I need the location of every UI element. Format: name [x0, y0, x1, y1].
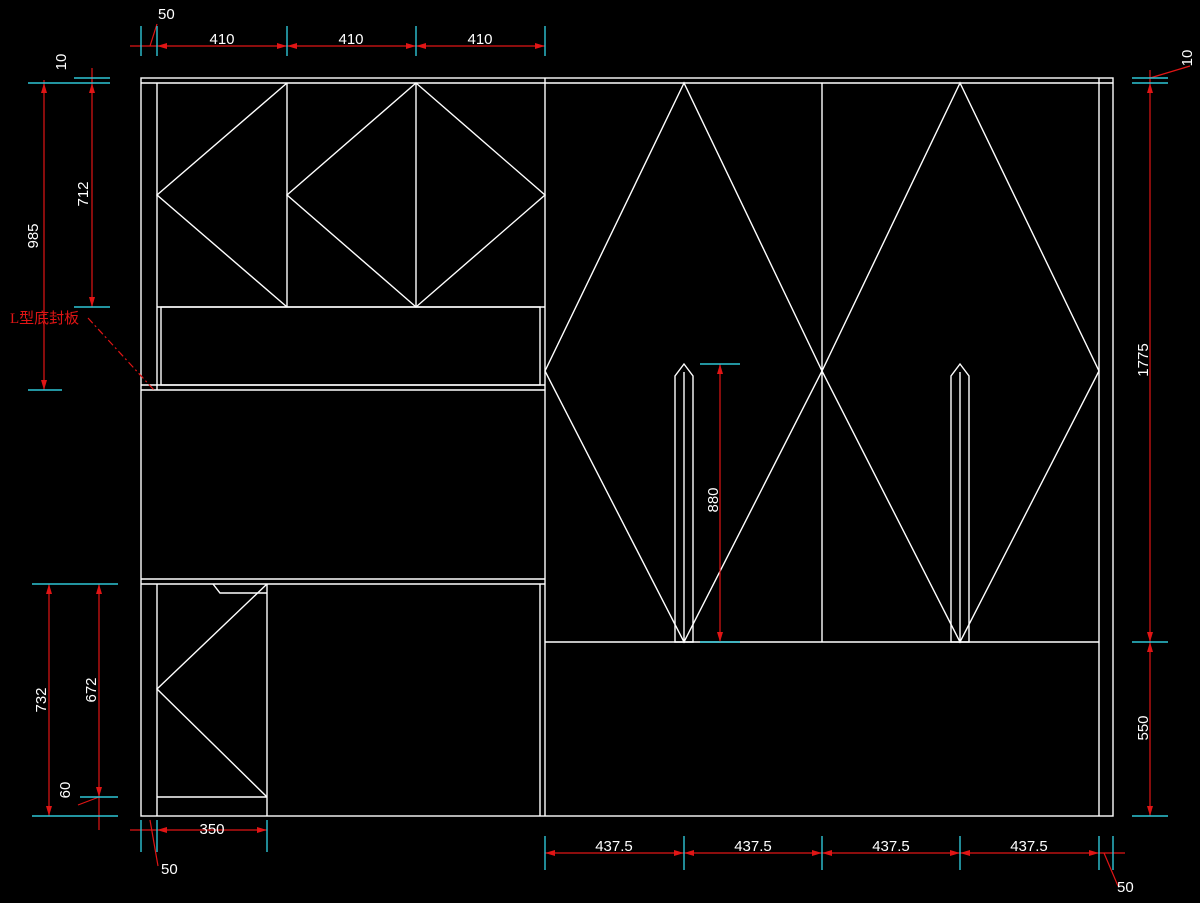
- upper-door-1-pattern: [155, 82, 288, 308]
- dim-label-left-base: 60: [57, 782, 74, 799]
- arrow: [257, 827, 267, 833]
- dim-leader-bottom-right-50: [1103, 852, 1119, 887]
- dim-label-top-door-3: 410: [467, 31, 492, 48]
- lower-door-pattern: [155, 583, 268, 798]
- cabinet-frame: [140, 77, 1114, 817]
- dim-label-left-lower-door: 672: [83, 677, 100, 702]
- arrow: [157, 827, 167, 833]
- arrow: [1147, 83, 1153, 93]
- arrow: [89, 297, 95, 307]
- handle-left: [674, 362, 694, 643]
- arrow: [960, 850, 970, 856]
- cabinet-outline: [140, 77, 1114, 817]
- arrow: [89, 83, 95, 93]
- arrow: [1147, 806, 1153, 816]
- dim-label-bottom-door-2: 437.5: [734, 838, 772, 855]
- arrow: [96, 584, 102, 594]
- arrow: [287, 43, 297, 49]
- arrow: [1147, 642, 1153, 652]
- dim-label-right-plinth: 550: [1135, 715, 1152, 740]
- note-l-board: L型底封板: [10, 309, 79, 327]
- dimension-arrows: [41, 43, 1153, 856]
- lower-door-notch: [212, 583, 267, 594]
- arrow: [41, 83, 47, 93]
- dim-label-left-top-gap: 10: [53, 54, 70, 71]
- dim-label-left-upper-height: 985: [25, 223, 42, 248]
- dim-label-top-offset: 50: [158, 6, 175, 23]
- dim-label-top-door-1: 410: [209, 31, 234, 48]
- handle-right: [950, 362, 970, 643]
- arrow: [46, 584, 52, 594]
- dim-label-bottom-left-offset: 50: [161, 861, 178, 878]
- arrow: [717, 632, 723, 642]
- arrow: [950, 850, 960, 856]
- arrow: [277, 43, 287, 49]
- arrow: [41, 380, 47, 390]
- drawer-box: [160, 306, 541, 386]
- arrow: [717, 364, 723, 374]
- extension-ticks: [28, 26, 1168, 870]
- dimension-labels: 50 410 410 410 10 985 712 732 672 60 350…: [10, 6, 1196, 896]
- dim-label-bottom-door-4: 437.5: [1010, 838, 1048, 855]
- arrow: [545, 850, 555, 856]
- dim-leader-top-50: [149, 23, 158, 47]
- dim-label-left-door-height: 712: [75, 181, 92, 206]
- arrow: [812, 850, 822, 856]
- arrow: [406, 43, 416, 49]
- dim-label-bottom-door-3: 437.5: [872, 838, 910, 855]
- arrow: [1147, 632, 1153, 642]
- dim-label-left-lower-height: 732: [33, 687, 50, 712]
- dim-label-right-top-gap: 10: [1179, 50, 1196, 67]
- arrow: [822, 850, 832, 856]
- arrow: [416, 43, 426, 49]
- dim-label-bottom-drawer-width: 350: [199, 821, 224, 838]
- arrow: [684, 850, 694, 856]
- arrow: [46, 806, 52, 816]
- dim-label-bottom-door-1: 437.5: [595, 838, 633, 855]
- dim-leader-bottom-left-50: [149, 819, 159, 867]
- dim-label-right-upper-height: 1775: [1135, 343, 1152, 376]
- dim-leader-60: [77, 796, 100, 806]
- arrow: [96, 787, 102, 797]
- dim-leader-right-10: [1149, 65, 1191, 79]
- dim-label-bottom-right-offset: 50: [1117, 879, 1134, 896]
- dimension-lines: [43, 23, 1191, 887]
- dim-label-top-door-2: 410: [338, 31, 363, 48]
- note-leader: [87, 317, 155, 391]
- arrow: [535, 43, 545, 49]
- arrow: [674, 850, 684, 856]
- arrow: [1089, 850, 1099, 856]
- arrow: [157, 43, 167, 49]
- dim-label-handle-length: 880: [705, 487, 722, 512]
